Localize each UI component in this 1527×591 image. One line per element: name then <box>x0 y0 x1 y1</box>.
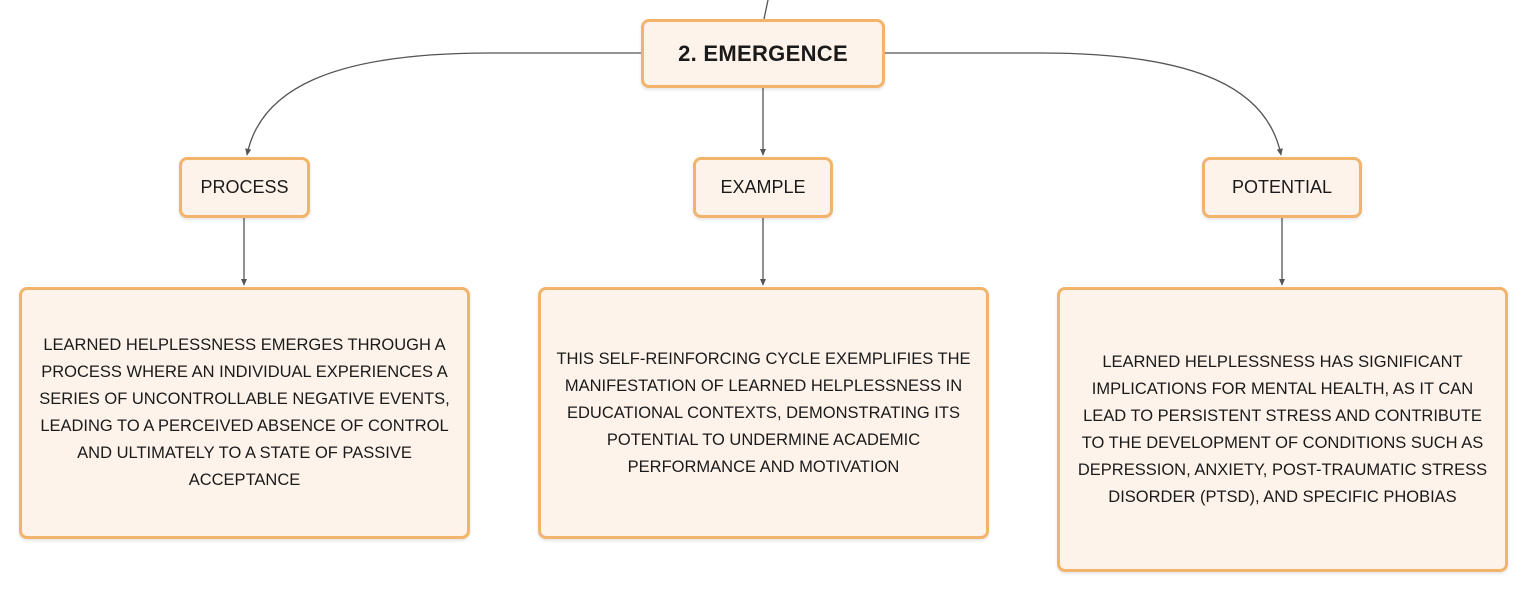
detail-node-text: THIS SELF-REINFORCING CYCLE EXEMPLIFIES … <box>556 349 971 476</box>
detail-node-process[interactable]: LEARNED HELPLESSNESS EMERGES THROUGH A P… <box>19 287 470 539</box>
branch-node-potential[interactable]: POTENTIAL <box>1202 157 1362 218</box>
incoming-connector <box>763 0 769 20</box>
detail-node-potential[interactable]: LEARNED HELPLESSNESS HAS SIGNIFICANT IMP… <box>1057 287 1508 572</box>
connector-root-process <box>245 52 641 156</box>
detail-node-text: LEARNED HELPLESSNESS EMERGES THROUGH A P… <box>39 336 450 489</box>
branch-node-example[interactable]: EXAMPLE <box>693 157 833 218</box>
root-node-emergence[interactable]: 2. EMERGENCE <box>641 19 885 88</box>
root-node-label: 2. EMERGENCE <box>678 40 848 66</box>
branch-node-label: EXAMPLE <box>720 177 806 197</box>
detail-node-text: LEARNED HELPLESSNESS HAS SIGNIFICANT IMP… <box>1077 352 1488 506</box>
branch-node-label: PROCESS <box>200 177 289 197</box>
branch-node-label: POTENTIAL <box>1231 177 1333 197</box>
branch-node-process[interactable]: PROCESS <box>179 157 310 218</box>
detail-node-example[interactable]: THIS SELF-REINFORCING CYCLE EXEMPLIFIES … <box>538 287 989 539</box>
connector-root-potential <box>885 52 1283 156</box>
